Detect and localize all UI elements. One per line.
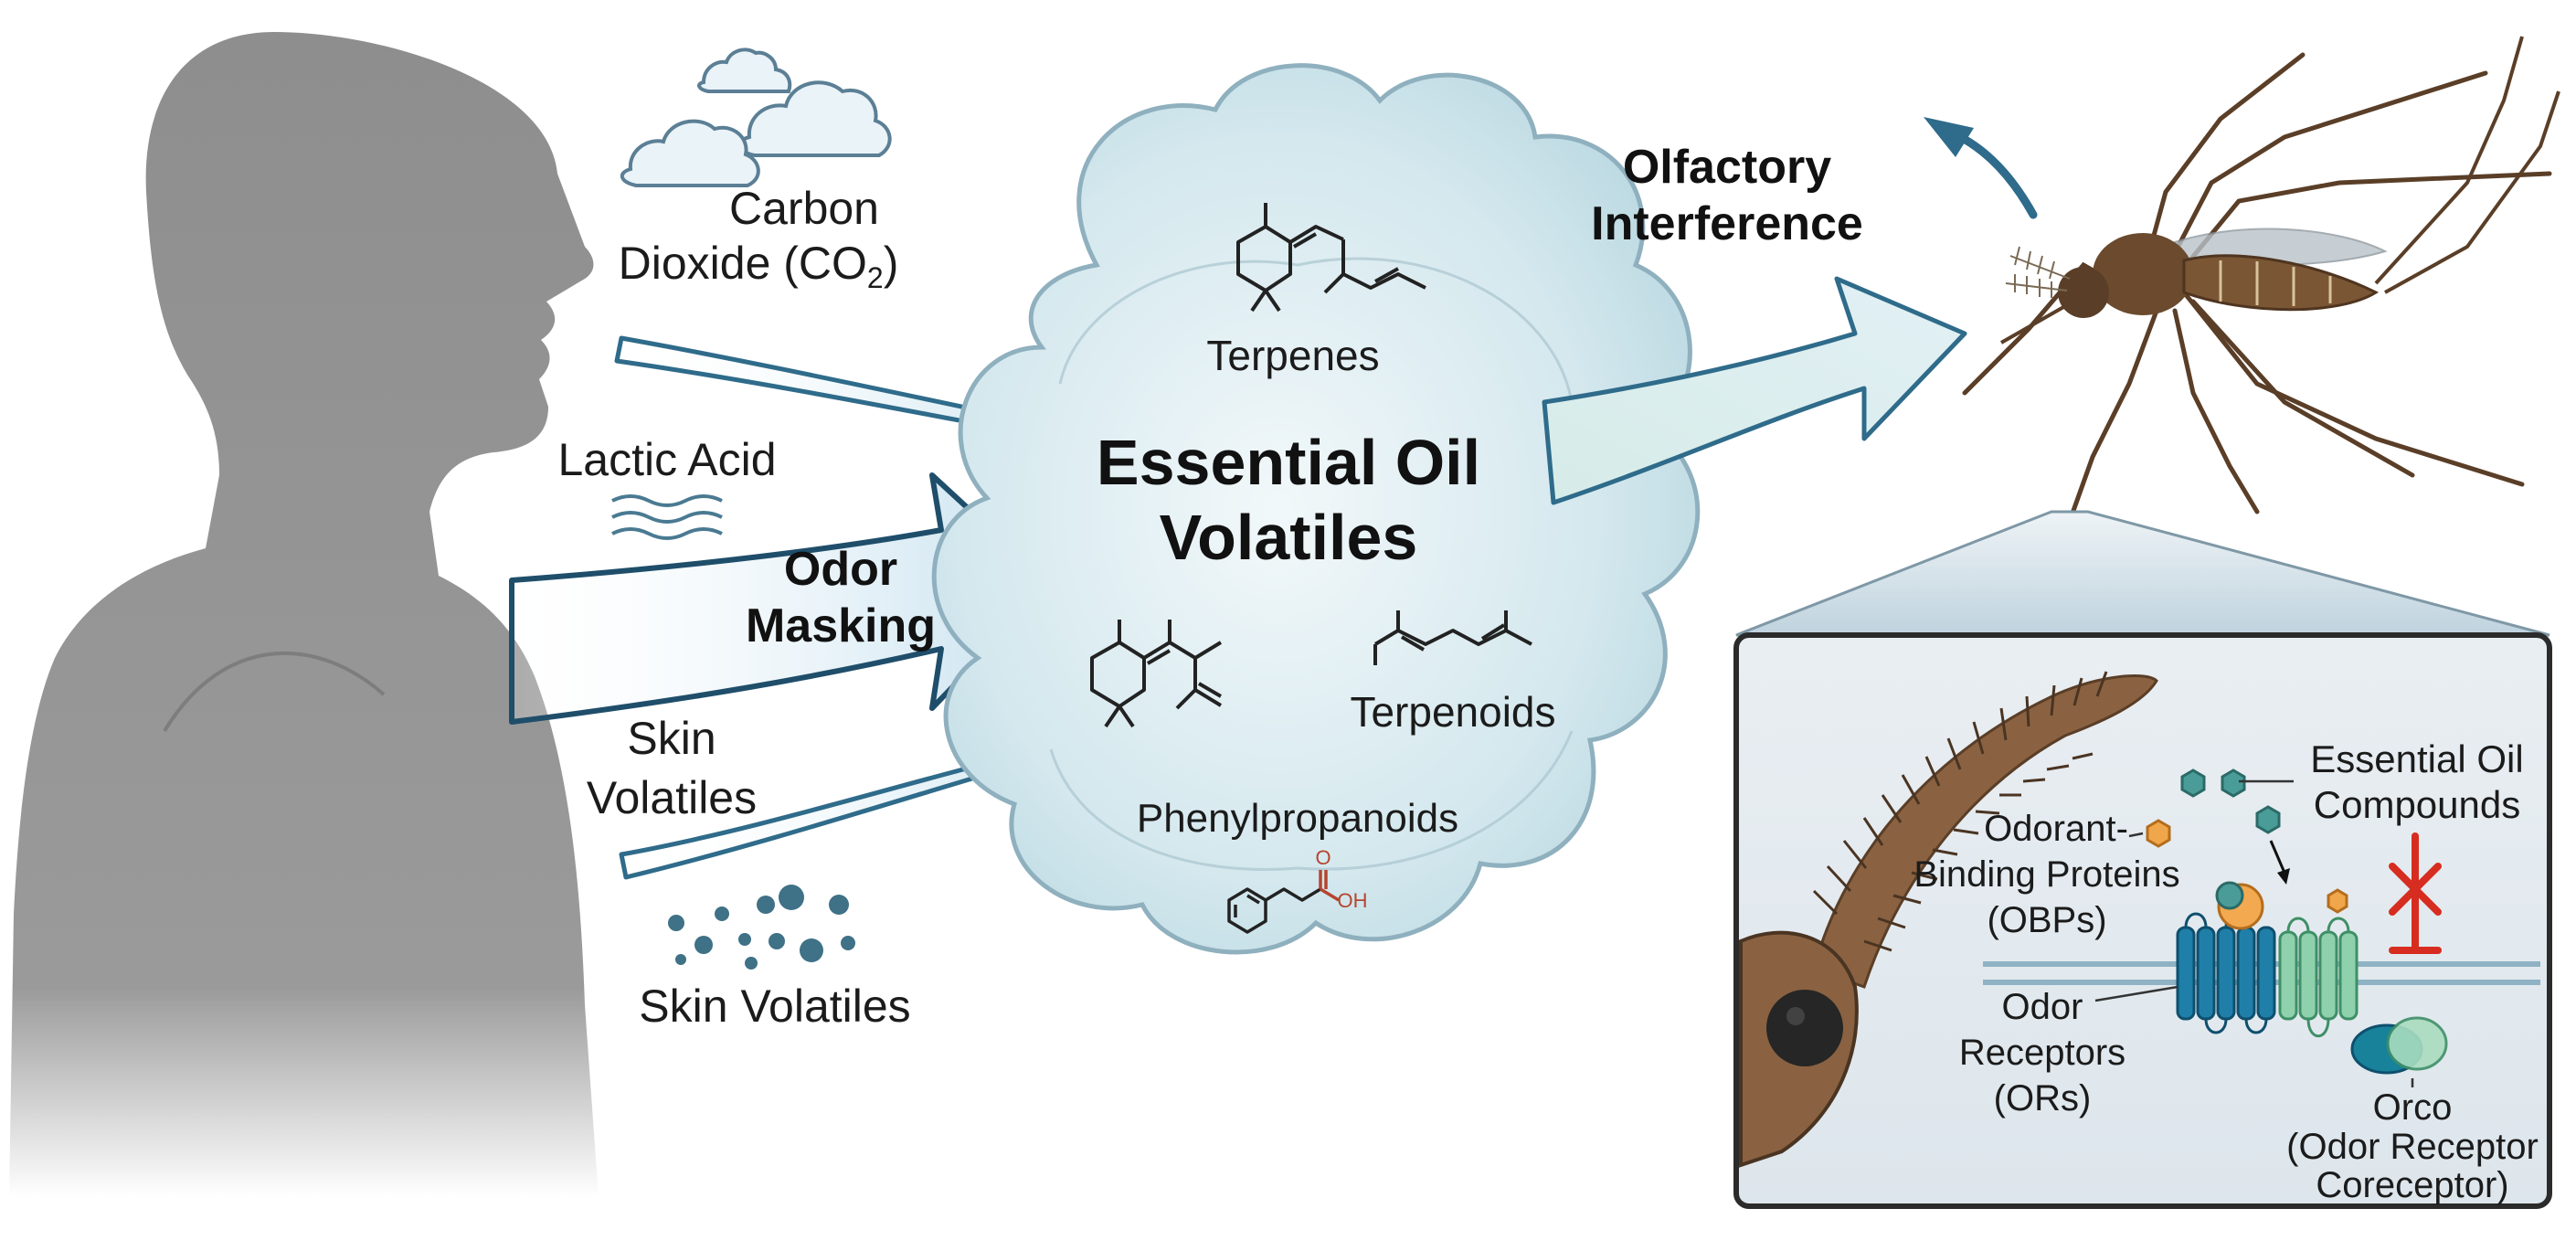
leader-lines <box>2094 779 2414 1087</box>
eo-compounds-line2: Compounds <box>2314 783 2520 826</box>
terpenes-label: Terpenes <box>1206 332 1379 379</box>
or-label-line2: Receptors <box>1959 1033 2125 1073</box>
orange-hexagon-bound <box>2327 888 2348 914</box>
block-icon <box>2389 832 2442 954</box>
terpenoids-label: Terpenoids <box>1350 688 1555 736</box>
bound-compound <box>2215 881 2244 910</box>
hydroxyl-label: OH <box>1338 889 1368 912</box>
human-silhouette <box>9 32 599 1197</box>
phenylpropanoids-label: Phenylpropanoids <box>1137 796 1458 841</box>
eo-compounds-line1: Essential Oil <box>2310 737 2523 780</box>
wavy-lines-icon <box>611 494 723 540</box>
skin-volatiles-label-1-line2: Volatiles <box>587 772 757 823</box>
obp-label-line2: Binding Proteins <box>1913 854 2179 895</box>
skin-volatiles-label-1-line1: Skin <box>627 713 716 764</box>
phenylpropanoid-molecule <box>1227 887 1321 934</box>
terpenoid-molecule <box>1373 610 1532 665</box>
repelled-arrow <box>1924 117 2038 219</box>
orco-label-line3: Coreceptor) <box>2316 1165 2508 1205</box>
essential-oil-compounds <box>2146 769 2281 848</box>
mosquito <box>1962 36 2560 524</box>
orco-label-line1: Orco <box>2373 1087 2453 1128</box>
zoom-funnel <box>1735 510 2550 637</box>
carbonyl-o-label: O <box>1315 846 1330 869</box>
binding-arrow <box>2269 840 2286 874</box>
obp-label-line3: (OBPs) <box>1987 900 2106 940</box>
orco-label-line2: (Odor Receptor <box>2286 1127 2539 1167</box>
odor-receptor-blue <box>2176 912 2276 1034</box>
odor-masking-line2: Masking <box>746 599 936 652</box>
shoulder-line <box>163 651 386 733</box>
cloud-icon <box>620 48 892 187</box>
odor-masking-line1: Odor <box>784 543 897 596</box>
olfactory-label-line2: Interference <box>1591 197 1863 250</box>
olfactory-label-line1: Olfactory <box>1623 141 1831 194</box>
or-label-line3: (ORs) <box>1994 1078 2092 1118</box>
mosquito-head-closeup <box>1739 671 2158 1168</box>
obp-label-line1: Odorant- <box>1984 809 2128 849</box>
orco-domain-green <box>2386 1016 2448 1071</box>
cloud-title-line1: Essential Oil <box>1097 427 1480 498</box>
essential-oil-cloud <box>931 63 1701 955</box>
orco-coreceptor <box>2278 917 2359 1038</box>
dots-icon <box>668 885 855 970</box>
carboxyl-group <box>1319 870 1340 902</box>
terpene-molecule <box>1236 203 1426 313</box>
binding-arrow-head <box>2277 868 2290 885</box>
lactic-acid-label: Lactic Acid <box>557 434 776 485</box>
or-label-line1: Odor <box>2002 987 2083 1027</box>
co2-label-line1: Carbon <box>729 183 879 234</box>
olfactory-interference-arrow <box>1542 276 1967 505</box>
co2-label-line2: Dioxide (CO2) <box>619 238 899 294</box>
cloud-title-line2: Volatiles <box>1160 502 1418 573</box>
skin-volatiles-label-2: Skin Volatiles <box>639 981 910 1032</box>
terpene-molecule-2 <box>1090 620 1223 728</box>
